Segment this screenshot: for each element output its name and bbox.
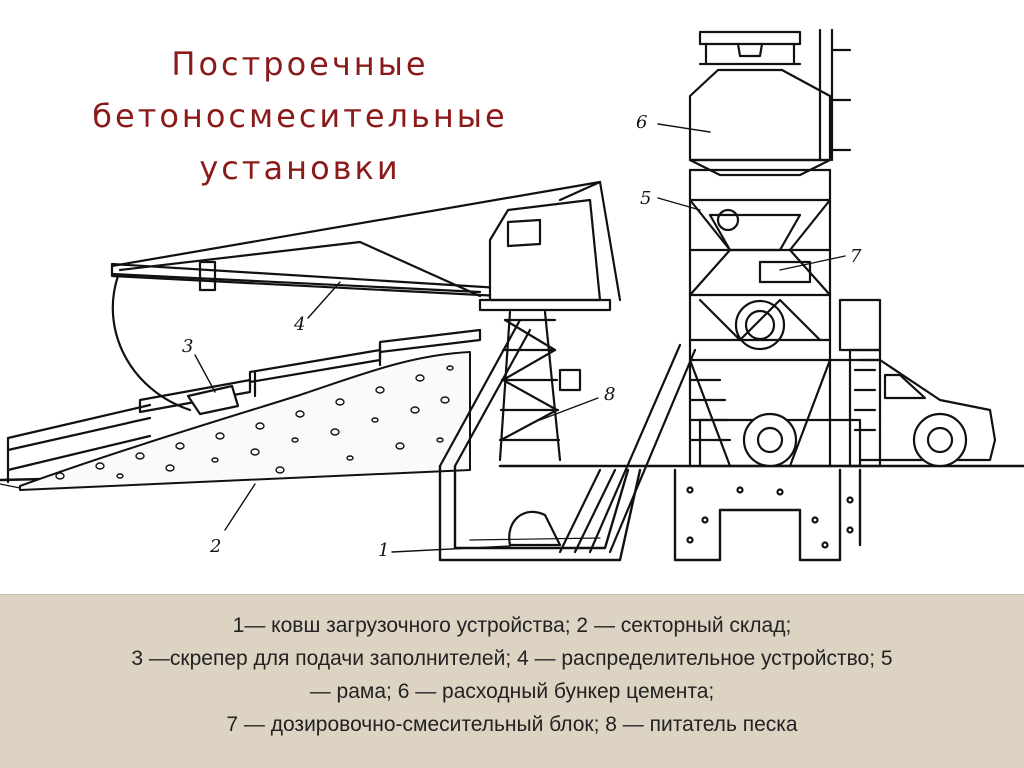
aggregate-pile	[19, 351, 471, 491]
caption-line-1: 1— ковш загрузочного устройства; 2 — сек…	[232, 614, 792, 637]
label-4: 4	[293, 314, 305, 335]
skip-hoist	[438, 318, 697, 554]
label-3: 3	[182, 336, 193, 357]
label-8: 8	[604, 384, 615, 405]
caption-line-3: — рама; 6 — расходный бункер цемента;	[309, 680, 715, 703]
truck	[698, 358, 997, 468]
caption-line-2: 3 —скрепер для подачи заполнителей; 4 — …	[131, 647, 893, 670]
loading-bucket	[508, 510, 562, 547]
caption-line-4: 7 — дозировочно-смесительный блок; 8 — п…	[226, 713, 798, 736]
label-2: 2	[209, 536, 221, 557]
cement-bin	[688, 28, 852, 177]
pile-stones	[55, 365, 454, 480]
title-line-2: бетоносмесительные	[92, 97, 508, 135]
foundation	[673, 468, 862, 562]
label-1: 1	[378, 540, 389, 561]
slide-title: Построечные бетоносмесительные установки	[60, 38, 540, 194]
sector-storage-fence	[6, 328, 482, 484]
scraper-bucket	[186, 384, 240, 416]
concrete-plant-diagram: 1 2 3 4 5 6 7 8	[0, 28, 1024, 562]
title-line-3: установки	[199, 149, 401, 187]
label-6: 6	[636, 112, 647, 133]
boom-tower	[498, 310, 582, 462]
label-5: 5	[640, 188, 651, 209]
legend-caption: 1— ковш загрузочного устройства; 2 — сек…	[0, 594, 1024, 768]
dosing-mixing-block	[708, 208, 882, 352]
label-7: 7	[850, 246, 862, 267]
label-leaders	[194, 123, 846, 553]
title-line-1: Построечные	[171, 45, 429, 83]
operator-cab	[478, 180, 622, 312]
loading-pit	[438, 464, 642, 562]
